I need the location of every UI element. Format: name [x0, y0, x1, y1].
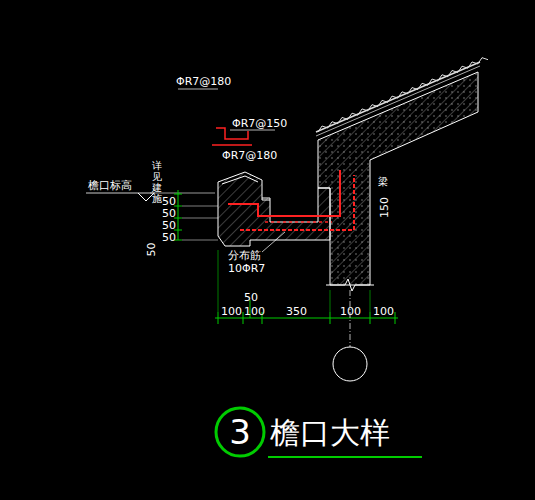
detail-number-circle: 3	[214, 406, 266, 458]
rebar-callout: ΦR7@150	[232, 118, 287, 129]
dimension: 50	[162, 220, 176, 231]
rebar-callout: ΦR7@180	[222, 150, 277, 161]
dimension: 50	[162, 232, 176, 243]
dimension: 50	[146, 243, 157, 257]
dimension: 100	[244, 306, 265, 317]
note-text: 详见建施	[152, 160, 162, 204]
dimension: 150	[379, 197, 390, 218]
beam-label: 梁	[378, 176, 388, 187]
dimension: 50	[162, 208, 176, 219]
rebar-label: 10ΦR7	[228, 263, 265, 274]
dimension: 100	[340, 306, 361, 317]
dimension: 50	[244, 292, 258, 303]
rebar-label: 分布筋	[228, 250, 261, 261]
rebar-callout: ΦR7@180	[176, 76, 231, 87]
elevation-label: 檐口标高	[88, 180, 132, 191]
detail-number: 3	[229, 415, 251, 449]
dimension: 50	[162, 196, 176, 207]
dimension: 100	[221, 306, 242, 317]
drawing-title: 檐口大样	[270, 418, 390, 448]
dimension: 100	[373, 306, 394, 317]
dimension: 350	[286, 306, 307, 317]
